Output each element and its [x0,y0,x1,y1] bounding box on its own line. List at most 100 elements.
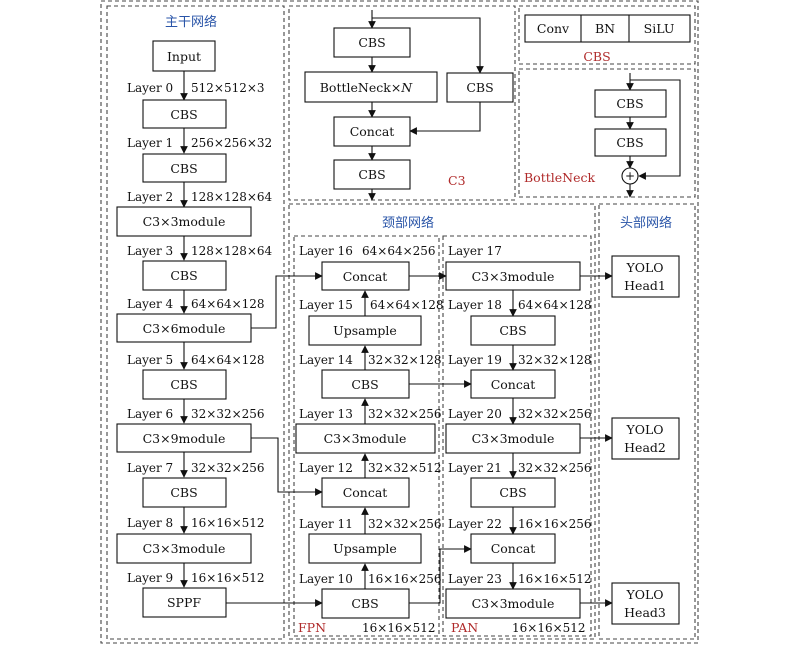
yolo-head-3 [611,582,680,625]
fpn-block-0 [321,261,410,291]
fpn-dim-16: 64×64×256 [362,244,436,258]
pan-dim-20: 32×32×256 [518,407,592,421]
fpn-block-5 [308,533,422,564]
pan-dim-19: 32×32×128 [518,353,592,367]
backbone-layer-1: Layer 1 [127,136,173,150]
backbone-layer-9: Layer 9 [127,571,173,585]
pan-layer-18: Layer 18 [448,298,502,312]
c3-detail: CBS BottleNeck×N CBS Concat CBS [304,10,514,201]
backbone-block-2 [116,206,252,237]
c3-top-cbs-label: CBS [358,35,385,50]
c3-bottleneck-n [304,71,438,103]
backbone-dim-4: 64×64×128 [191,297,265,311]
fpn-layer-11: Layer 11 [299,517,353,531]
cbs-bn-label: BN [595,21,615,36]
fpn-dim-14: 32×32×128 [368,353,442,367]
pan-layer-17: Layer 17 [448,244,502,258]
backbone-frame [106,5,285,640]
fpn-block-1-label: Upsample [333,323,397,338]
fpn-dims: 64×64×256 64×64×128 32×32×128 32×32×256 … [362,244,444,635]
fpn-block-5-label: Upsample [333,541,397,556]
pan-dim-21: 32×32×256 [518,461,592,475]
fpn-dim-12: 32×32×512 [368,461,442,475]
fpn-layer-14: Layer 14 [299,353,353,367]
backbone-block-3-label: CBS [170,268,197,283]
backbone-layer-4: Layer 4 [127,297,174,311]
pan-block-6-label: C3×3module [472,596,555,611]
backbone-block-0-label: CBS [170,107,197,122]
section-frames [100,0,699,644]
fpn-dim-15: 64×64×128 [370,298,444,312]
yolo-head-2 [611,417,680,460]
fpn-title: FPN [298,620,326,635]
cbs-frame [518,5,696,65]
pan-frame [442,235,592,637]
backbone-layer-2: Layer 2 [127,190,173,204]
neck-title: 颈部网络 [382,215,434,231]
backbone-block-9 [142,587,227,618]
pan: C3×3module CBS Concat C3×3module CBS Con… [445,244,592,635]
backbone-layer-5: Layer 5 [127,353,173,367]
fpn-dim-13: 32×32×256 [368,407,442,421]
fpn: Concat Upsample CBS C3×3module Concat Up… [295,244,444,635]
backbone: Input CBS CBS C3×3module CBS C3×6module … [116,40,273,618]
yolo-head-3-line2: Head3 [624,605,666,620]
backbone-layer-8: Layer 8 [127,516,173,530]
fpn-layer-13: Layer 13 [299,407,353,421]
yolo-head-1-line1: YOLO [625,260,663,275]
backbone-dim-7: 32×32×256 [191,461,265,475]
fpn-block-2-label: CBS [351,377,378,392]
pan-block-0 [445,261,581,291]
backbone-block-8 [116,533,252,564]
pan-block-6 [445,588,581,619]
c3-frame [288,5,516,201]
bottleneck-frame [518,68,696,198]
backbone-dim-8: 16×16×512 [191,516,265,530]
yolo-head-1 [611,255,680,298]
pan-block-3-label: C3×3module [472,431,555,446]
cbs-title: CBS [583,49,610,64]
pan-dim-18: 64×64×128 [518,298,592,312]
fpn-block-3-label: C3×3module [324,431,407,446]
fpn-block-2 [321,369,410,399]
pan-block-5 [470,533,556,564]
fpn-bottom-dim: 16×16×512 [362,621,436,635]
pan-dims: 64×64×128 32×32×128 32×32×256 32×32×256 … [512,298,592,635]
pan-block-4 [470,477,556,508]
yolo-head-1-line2: Head1 [624,278,666,293]
fpn-block-4-label: Concat [343,485,388,500]
backbone-block-8-label: C3×3module [143,541,226,556]
head-title: 头部网络 [620,215,672,231]
pan-block-0-label: C3×3module [472,269,555,284]
backbone-dim-3: 128×128×64 [191,244,273,258]
pan-block-4-label: CBS [499,485,526,500]
backbone-layer-0: Layer 0 [127,81,173,95]
backbone-block-7-label: CBS [170,485,197,500]
backbone-dims: 512×512×3 256×256×32 128×128×64 128×128×… [191,81,273,585]
pan-dim-23: 16×16×512 [518,572,592,586]
c3-concat-label: Concat [350,124,395,139]
backbone-block-2-label: C3×3module [143,214,226,229]
pan-bottom-dim: 16×16×512 [512,621,586,635]
backbone-block-0 [142,99,227,129]
pan-layer-22: Layer 22 [448,517,502,531]
pan-block-5-label: Concat [491,541,536,556]
pan-block-2-label: Concat [491,377,536,392]
fpn-block-6-label: CBS [351,596,378,611]
pan-dim-22: 16×16×256 [518,517,592,531]
backbone-block-1-label: CBS [170,161,197,176]
yolo-head-2-line2: Head2 [624,440,666,455]
bottleneck-cbs-2 [594,128,667,157]
backbone-block-6-label: C3×9module [143,431,226,446]
backbone-layer-labels: Layer 0 Layer 1 Layer 2 Layer 3 Layer 4 … [127,81,174,585]
backbone-block-9-label: SPPF [167,595,201,610]
backbone-dim-9: 16×16×512 [191,571,265,585]
bottleneck-cbs-1-label: CBS [616,96,643,111]
pan-layer-21: Layer 21 [448,461,502,475]
fpn-layer-labels: Layer 16 Layer 15 Layer 14 Layer 13 Laye… [299,244,353,586]
fpn-frame [293,235,440,637]
fpn-block-1 [308,315,422,346]
c3-side-cbs [446,72,514,103]
backbone-dim-6: 32×32×256 [191,407,265,421]
